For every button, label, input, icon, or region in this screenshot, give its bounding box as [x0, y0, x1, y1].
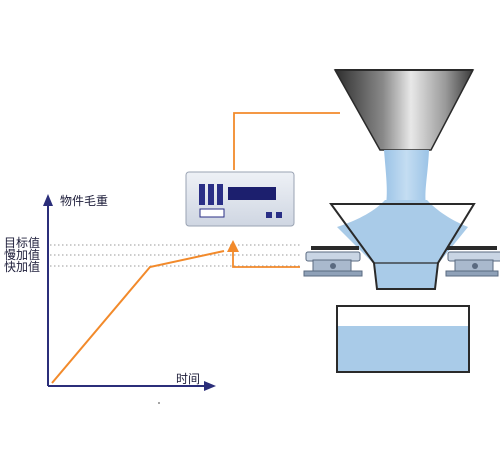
chart-axes	[43, 194, 216, 391]
feed-hopper-icon	[333, 69, 475, 151]
hopper-signal-line	[233, 112, 340, 170]
receiving-bin-icon	[336, 305, 470, 373]
x-axis-arrow-icon	[204, 381, 216, 391]
load-cell-icon	[445, 251, 500, 277]
material-stream	[384, 150, 429, 205]
weigh-hopper-icon	[329, 200, 476, 290]
y-axis-arrow-icon	[43, 194, 53, 206]
signal-connectors	[232, 112, 340, 268]
load-cell-icon	[303, 251, 363, 277]
target-level-label: 目标值	[4, 236, 41, 250]
y-axis-title: 物件毛重	[60, 194, 109, 208]
slow-add-level-label: 慢加值	[4, 248, 41, 262]
fast-add-level-label: 快加值	[4, 260, 41, 274]
speck	[158, 402, 160, 404]
level-guides	[50, 244, 300, 267]
signal-arrow-icon	[227, 240, 239, 252]
support-beams	[311, 246, 497, 250]
x-axis-title: 时间	[176, 372, 201, 386]
loadcell-signal-line	[232, 252, 300, 268]
weighing-controller-icon	[185, 171, 295, 227]
weight-curve	[51, 250, 225, 384]
